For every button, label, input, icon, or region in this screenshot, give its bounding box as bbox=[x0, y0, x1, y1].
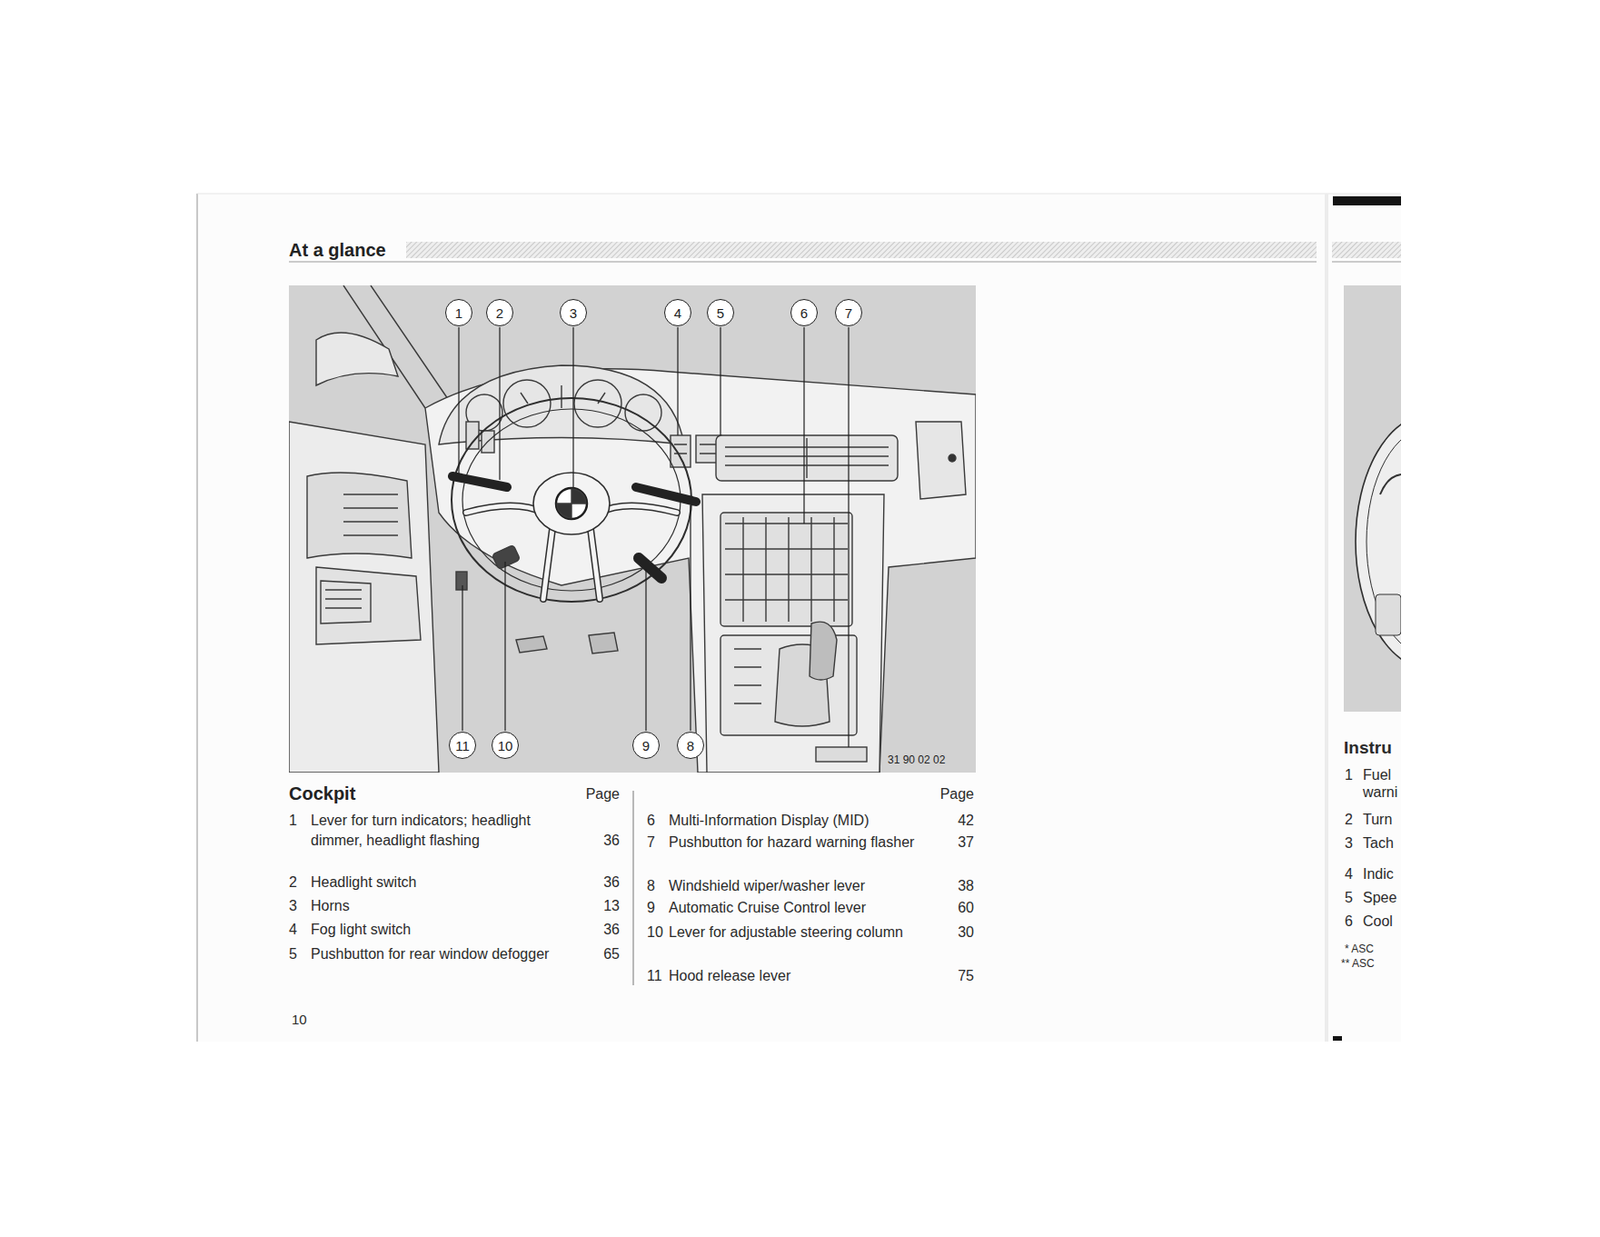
legend-row: 11Hood release lever75 bbox=[646, 965, 974, 986]
callout-circle: 7 bbox=[834, 298, 863, 327]
item-description: Tach bbox=[1362, 834, 1394, 853]
cockpit-illustration bbox=[288, 285, 976, 773]
item-description: warni bbox=[1362, 783, 1398, 802]
callout-circle: 5 bbox=[706, 298, 735, 327]
callout-number: 7 bbox=[844, 306, 853, 320]
item-description: Indic bbox=[1362, 864, 1394, 884]
callout-number: 6 bbox=[800, 306, 808, 320]
legend-row: 5Pushbutton for rear window defogger65 bbox=[288, 944, 620, 964]
callout-circle: 6 bbox=[790, 298, 818, 327]
section-heading: Cockpit bbox=[288, 782, 356, 805]
item-number: 1 bbox=[288, 810, 311, 831]
item-description: Lever for adjustable steering column bbox=[668, 922, 942, 943]
page-heading: At a glance bbox=[288, 238, 394, 261]
page-number: 10 bbox=[291, 1011, 308, 1028]
item-description: Headlight switch bbox=[310, 872, 584, 893]
callout-circle: 9 bbox=[632, 731, 660, 759]
item-number: 4 bbox=[288, 919, 311, 940]
item-number: 3 bbox=[288, 895, 311, 916]
item-number: 6 bbox=[646, 810, 669, 831]
callout-number: 1 bbox=[455, 306, 463, 320]
item-number: 2 bbox=[288, 872, 311, 893]
callout-circle: 3 bbox=[559, 298, 587, 327]
page-reference: 60 bbox=[941, 897, 974, 918]
page-reference: 13 bbox=[583, 895, 620, 916]
item-description: Lever for turn indicators; headlight dim… bbox=[310, 810, 584, 851]
item-description: Hood release lever bbox=[668, 965, 942, 986]
page-reference: 36 bbox=[583, 830, 620, 851]
item-number: 2 bbox=[1344, 810, 1353, 829]
figure-code: 31 90 02 02 bbox=[887, 753, 945, 767]
page-reference: 37 bbox=[941, 832, 974, 853]
callout-number: 5 bbox=[716, 306, 725, 320]
facing-page: Instru 1 Fuelwarni 2 Turn 3 Tach 4 Indic 5 Spee 6 Co… bbox=[1331, 193, 1402, 1042]
legend-row: 3Horns13 bbox=[288, 895, 620, 916]
legend-row: 7Pushbutton for hazard warning flasher37 bbox=[646, 832, 974, 853]
page-reference: 65 bbox=[583, 944, 620, 964]
page-reference: 36 bbox=[583, 872, 620, 893]
item-description: Cool bbox=[1362, 912, 1393, 931]
item-description: Horns bbox=[310, 895, 584, 916]
page-reference: 42 bbox=[941, 810, 974, 831]
item-number: 1 bbox=[1344, 765, 1353, 785]
callout-number: 9 bbox=[642, 738, 650, 753]
item-description: Multi-Information Display (MID) bbox=[668, 810, 942, 831]
item-number: 8 bbox=[646, 875, 669, 896]
callout-number: 8 bbox=[686, 738, 695, 753]
callout-circle: 2 bbox=[486, 298, 514, 327]
item-description: Windshield wiper/washer lever bbox=[668, 875, 942, 896]
callout-number: 2 bbox=[496, 306, 504, 320]
item-description: Fuel bbox=[1362, 765, 1392, 785]
item-number: 9 bbox=[646, 897, 669, 918]
footnote: * ASC bbox=[1344, 942, 1374, 956]
item-number: 6 bbox=[1344, 912, 1353, 931]
callout-circle: 8 bbox=[676, 731, 705, 759]
item-description: Fog light switch bbox=[310, 919, 584, 940]
callout-number: 3 bbox=[569, 306, 577, 320]
item-number: 3 bbox=[1344, 834, 1353, 853]
callout-circle: 10 bbox=[491, 731, 519, 759]
callout-circle: 4 bbox=[664, 298, 692, 327]
callout-circle: 1 bbox=[445, 298, 473, 327]
item-description: Pushbutton for hazard warning flasher bbox=[668, 832, 942, 853]
page-reference: 38 bbox=[941, 875, 974, 896]
column-heading: Page bbox=[908, 785, 974, 804]
page-reference: 30 bbox=[941, 922, 974, 943]
item-number: 11 bbox=[646, 965, 669, 986]
legend-row: 4Fog light switch36 bbox=[288, 919, 620, 940]
item-number: 5 bbox=[1344, 888, 1353, 907]
item-number: 7 bbox=[646, 832, 669, 853]
legend-row: 9Automatic Cruise Control lever60 bbox=[646, 897, 974, 918]
callout-number: 4 bbox=[674, 306, 682, 320]
item-number: 4 bbox=[1344, 864, 1353, 884]
footnote: ** ASC bbox=[1341, 956, 1375, 971]
item-number: 5 bbox=[288, 944, 311, 964]
item-number: 10 bbox=[646, 922, 669, 943]
item-description: Turn bbox=[1362, 810, 1392, 829]
legend-row: 2Headlight switch36 bbox=[288, 872, 620, 893]
legend-row: 1Lever for turn indicators; headlight di… bbox=[288, 810, 620, 851]
page-reference: 36 bbox=[583, 919, 620, 940]
section-heading: Instru bbox=[1343, 738, 1392, 757]
legend-row: 10Lever for adjustable steering column30 bbox=[646, 922, 974, 943]
callout-number: 10 bbox=[497, 738, 514, 753]
legend-row: 6Multi-Information Display (MID)42 bbox=[646, 810, 974, 831]
callout-number: 11 bbox=[455, 738, 470, 753]
column-heading: Page bbox=[554, 785, 620, 804]
item-description: Automatic Cruise Control lever bbox=[668, 897, 942, 918]
item-description: Spee bbox=[1362, 888, 1397, 907]
item-description: Pushbutton for rear window defogger bbox=[310, 944, 584, 964]
page-reference: 75 bbox=[941, 965, 974, 986]
callout-circle: 11 bbox=[448, 731, 477, 759]
instrument-illustration bbox=[1343, 285, 1402, 712]
legend-row: 8Windshield wiper/washer lever38 bbox=[646, 875, 974, 896]
